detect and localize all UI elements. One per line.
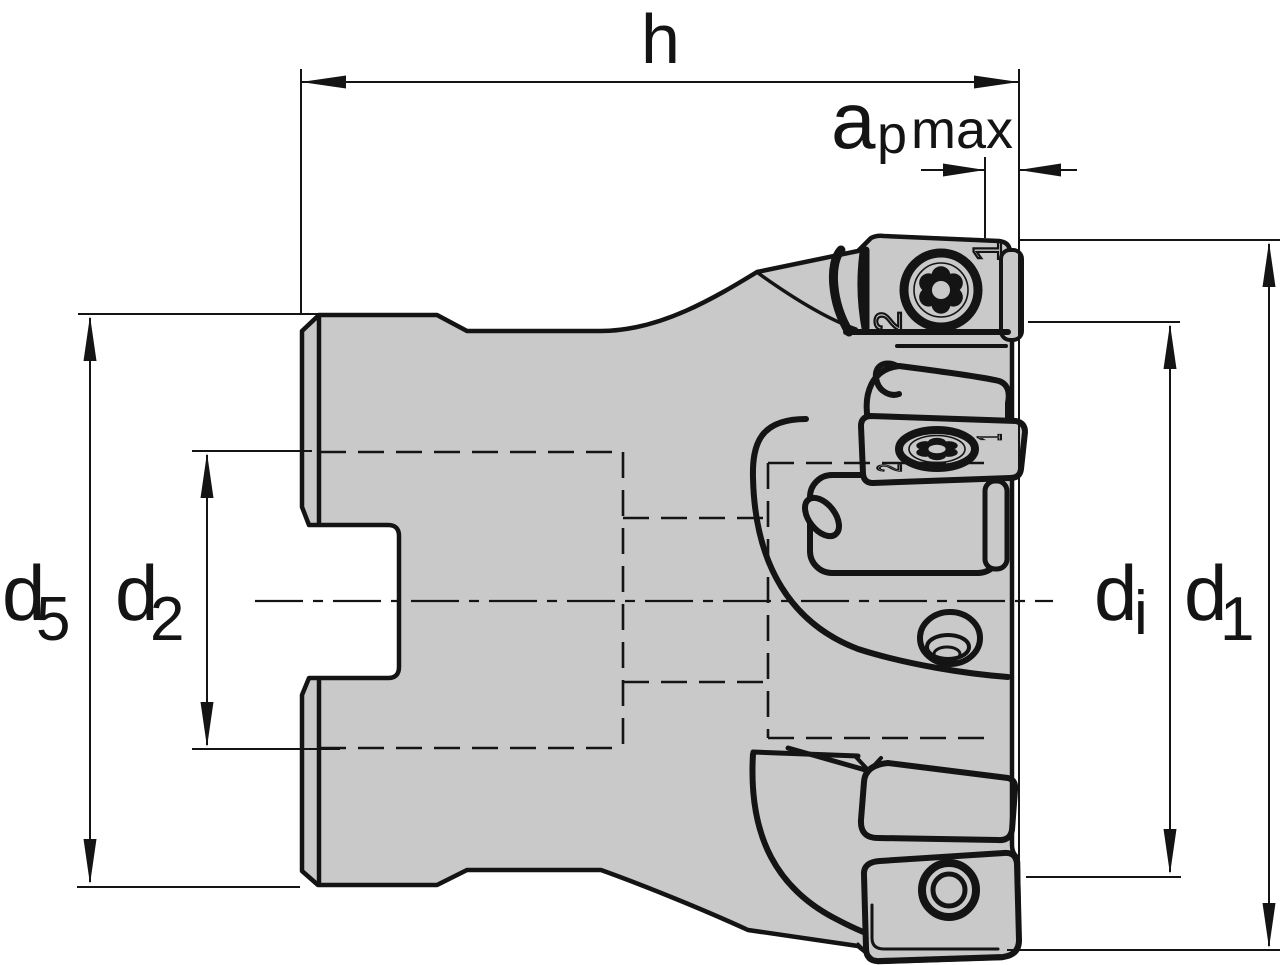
dim-d2-label-main: d [115, 549, 158, 637]
dim-d5-label-main: d [2, 549, 45, 637]
arrowhead-down [83, 839, 97, 884]
dim-h-label: h [641, 0, 680, 78]
dim-di-label-main: d [1094, 549, 1137, 637]
bottom-insert-inner-rim [870, 903, 1000, 951]
top-insert-seat-tab [999, 248, 1024, 342]
middle-insert-screw-icon [895, 426, 979, 472]
top-insert-screw-icon [899, 248, 983, 332]
middle-pocket-curl [872, 360, 902, 398]
middle-insert-mark-2: 2 [870, 464, 909, 472]
dimension-d2: d 2 [115, 450, 340, 750]
top-clamp-wedge [828, 245, 854, 337]
dim-ap-label-sub: p [877, 105, 907, 165]
arrowhead-up [1163, 324, 1177, 369]
top-insert-left-edge [857, 246, 868, 334]
dimension-h: h [300, 0, 1019, 313]
arrowhead-up [200, 453, 214, 498]
dim-d1-label-sub: 1 [1220, 585, 1254, 654]
dim-di-label-sub: i [1134, 579, 1148, 648]
middle-gullet-arc [749, 416, 1011, 680]
bottom-insert-chamfer-line [856, 942, 874, 960]
top-insert-mark-1: 1 [966, 240, 1010, 262]
arrowhead-down [200, 702, 214, 747]
middle-pocket-ear [802, 494, 842, 540]
arrowhead-down [1163, 829, 1177, 874]
middle-insert-mark-1: 1 [972, 434, 1009, 441]
arrowhead-right [974, 75, 1019, 89]
dim-ap-label-main: a [831, 76, 876, 165]
top-insert-mark-2: 2 [868, 311, 910, 332]
arrowhead-up [83, 316, 97, 361]
arrowhead-left [1019, 163, 1061, 177]
dim-d2-label-sub: 2 [150, 585, 184, 654]
dimension-di: d i [1026, 321, 1181, 878]
bottom-insert-hole [918, 859, 980, 921]
bottom-clamp-slant [785, 745, 872, 774]
clamp-screw-counterbore-hole [917, 609, 983, 667]
arrowhead-left [301, 75, 346, 89]
bottom-pocket-recess [857, 760, 1019, 844]
dimension-d5: d 5 [2, 313, 318, 888]
dim-ap-label-max: max [911, 100, 1013, 160]
arrowhead-right [943, 163, 985, 177]
arrowhead-up [1262, 242, 1276, 287]
arrowhead-down [1262, 903, 1276, 948]
middle-pocket-hump [863, 363, 1012, 424]
middle-pocket-right-wall [982, 478, 1010, 572]
top-insert-station [756, 245, 1024, 348]
dimension-d1: d 1 [1007, 239, 1280, 951]
dimension-ap-max: a p max [831, 76, 1077, 238]
dim-d1-label-main: d [1184, 549, 1227, 637]
dim-d5-label-sub: 5 [36, 585, 70, 654]
